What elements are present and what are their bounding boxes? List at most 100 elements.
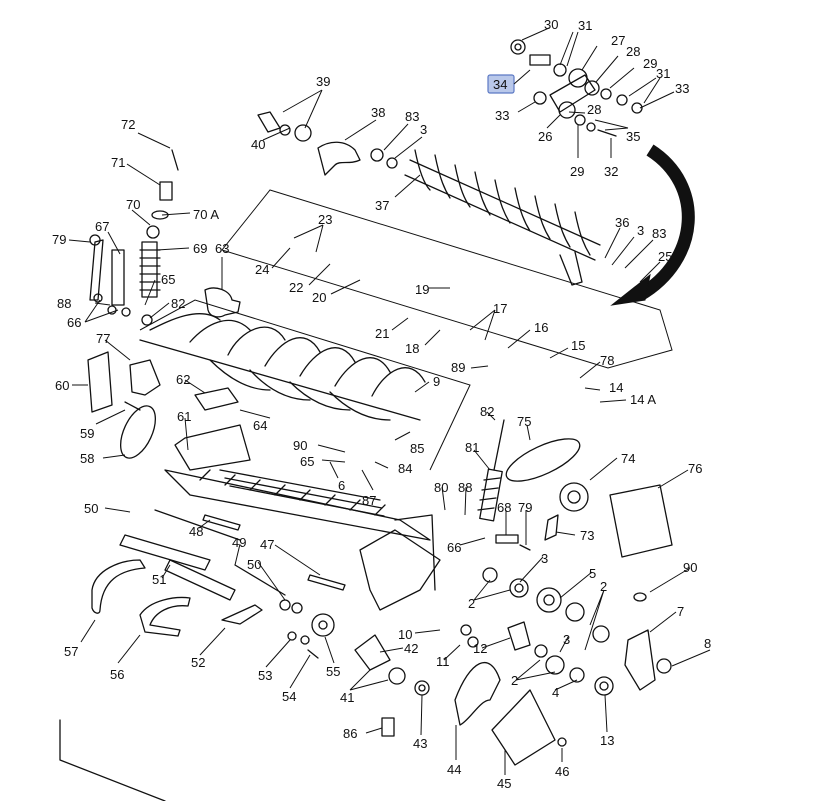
callout-65-b: 65 — [300, 454, 314, 469]
callout-46: 46 — [555, 764, 569, 779]
callout-60: 60 — [55, 378, 69, 393]
bracket-7 — [624, 629, 656, 691]
callout-29-a: 29 — [643, 56, 657, 71]
bracket-63 — [204, 287, 241, 318]
callout-89: 89 — [451, 360, 465, 375]
callout-42: 42 — [404, 641, 418, 656]
frame-edge — [59, 719, 166, 801]
plate-62 — [194, 387, 239, 411]
callout-84: 84 — [398, 461, 412, 476]
callout-75: 75 — [517, 414, 531, 429]
callout-49: 49 — [232, 535, 246, 550]
plate-45 — [491, 689, 556, 766]
callout-88-b: 88 — [458, 480, 472, 495]
callout-11: 11 — [436, 654, 450, 669]
callout-28-a: 28 — [626, 44, 640, 59]
chain-44 — [454, 661, 501, 726]
callout-5: 5 — [589, 566, 596, 581]
callout-54: 54 — [282, 689, 296, 704]
callout-61: 61 — [177, 409, 191, 424]
callout-3-d: 3 — [563, 632, 570, 647]
callout-47: 47 — [260, 537, 274, 552]
callout-56: 56 — [110, 667, 124, 682]
callout-24: 24 — [255, 262, 269, 277]
rotor-shaft-37 — [404, 149, 601, 286]
callout-69: 69 — [193, 241, 207, 256]
callout-19: 19 — [415, 282, 429, 297]
callout-4: 4 — [552, 685, 559, 700]
callout-18: 18 — [405, 341, 419, 356]
callout-40: 40 — [251, 137, 265, 152]
callout-78: 78 — [600, 353, 614, 368]
callout-74: 74 — [621, 451, 635, 466]
part-79-bolt — [519, 544, 531, 551]
callout-31-b: 31 — [656, 66, 670, 81]
callout-9: 9 — [433, 374, 440, 389]
pickup-tines — [139, 313, 426, 421]
callout-7: 7 — [677, 604, 684, 619]
callout-32: 32 — [604, 164, 618, 179]
bolt-46 — [557, 737, 567, 747]
spring-81 — [477, 419, 505, 522]
callout-labels: 30 31 27 28 29 31 33 34 33 28 26 35 29 3… — [52, 17, 711, 791]
callout-64: 64 — [253, 418, 267, 433]
callout-44: 44 — [447, 762, 461, 777]
callout-28-b: 28 — [587, 102, 601, 117]
callout-76: 76 — [688, 461, 702, 476]
nut-8 — [656, 658, 672, 674]
callout-83-b: 83 — [652, 226, 666, 241]
plate-76 — [609, 484, 673, 558]
callout-25: 25 — [658, 249, 672, 264]
callout-58: 58 — [80, 451, 94, 466]
callout-79-a: 79 — [52, 232, 66, 247]
callout-27: 27 — [611, 33, 625, 48]
callout-50-a: 50 — [84, 501, 98, 516]
parts-53-55 — [279, 599, 335, 659]
callout-17: 17 — [493, 301, 507, 316]
bars-48-51 — [119, 509, 346, 601]
callout-83-a: 83 — [405, 109, 419, 124]
callout-33-a: 33 — [675, 81, 689, 96]
callout-86: 86 — [343, 726, 357, 741]
roller-bank — [164, 424, 441, 611]
callout-12: 12 — [473, 641, 487, 656]
sprockets-right — [388, 482, 614, 696]
belt-57 — [91, 559, 146, 614]
callout-82-a: 82 — [171, 296, 185, 311]
chain-75 — [505, 438, 581, 482]
callout-10: 10 — [398, 627, 412, 642]
callout-29-b: 29 — [570, 164, 584, 179]
callout-53: 53 — [258, 668, 272, 683]
part-68 — [495, 534, 519, 544]
callout-67: 67 — [95, 219, 109, 234]
callout-77: 77 — [96, 331, 110, 346]
callout-90-a: 90 — [293, 438, 307, 453]
callout-59: 59 — [80, 426, 94, 441]
callout-81: 81 — [465, 440, 479, 455]
callout-20: 20 — [312, 290, 326, 305]
callout-2-b: 2 — [600, 579, 607, 594]
tag-86 — [381, 717, 395, 737]
callout-22: 22 — [289, 280, 303, 295]
callout-73: 73 — [580, 528, 594, 543]
callout-48: 48 — [189, 524, 203, 539]
callout-38: 38 — [371, 105, 385, 120]
callout-45: 45 — [497, 776, 511, 791]
callout-57: 57 — [64, 644, 78, 659]
parts-38-40 — [257, 111, 398, 176]
callout-39: 39 — [316, 74, 330, 89]
callout-70a: 70 A — [193, 207, 219, 222]
callout-62: 62 — [176, 372, 190, 387]
callout-50-b: 50 — [247, 557, 261, 572]
shock-absorber-assembly — [89, 149, 179, 326]
callout-3-b: 3 — [637, 223, 644, 238]
callout-52: 52 — [191, 655, 205, 670]
callout-15: 15 — [571, 338, 585, 353]
callout-31-a: 31 — [578, 18, 592, 33]
guide-56 — [139, 596, 191, 637]
callout-55: 55 — [326, 664, 340, 679]
callout-43: 43 — [413, 736, 427, 751]
callout-21: 21 — [375, 326, 389, 341]
callout-79-b: 79 — [518, 500, 532, 515]
callout-82-b: 82 — [480, 404, 494, 419]
